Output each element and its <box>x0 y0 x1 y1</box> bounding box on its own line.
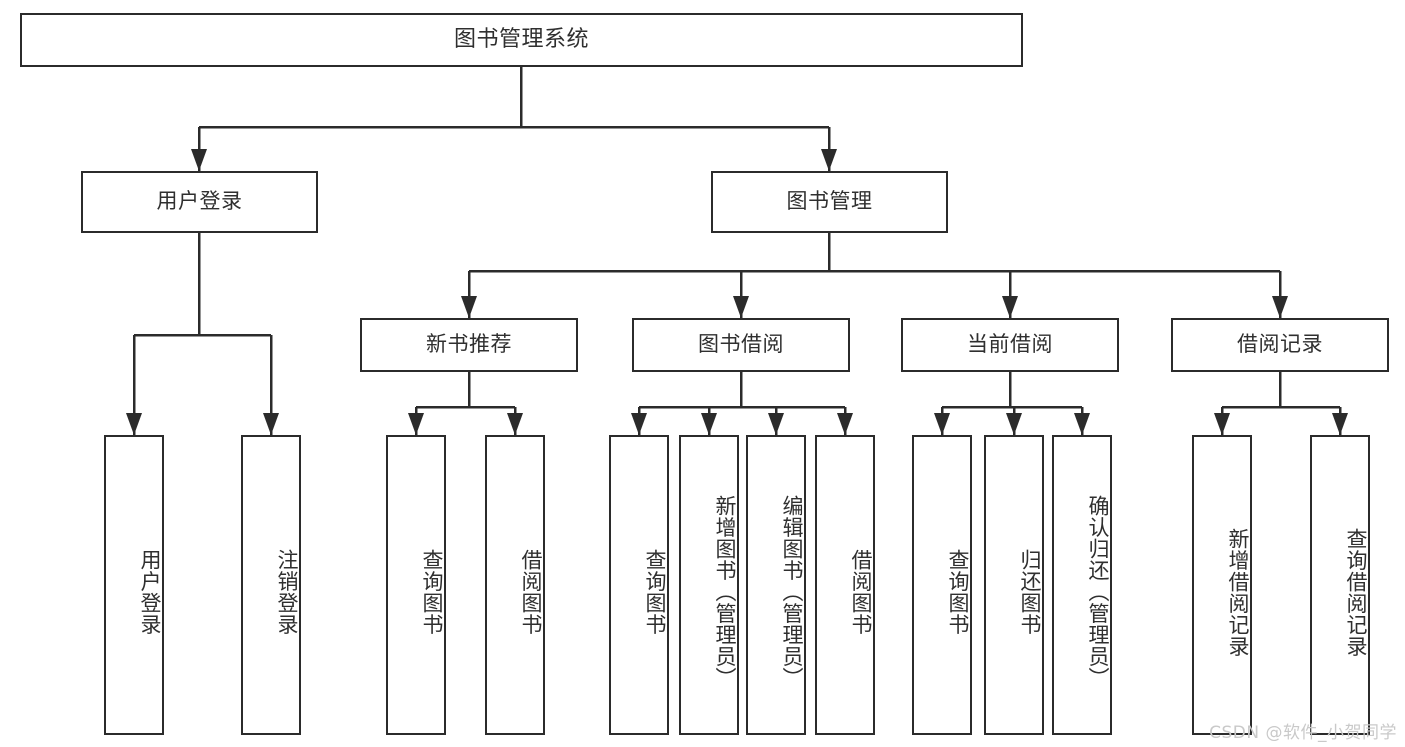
node-label: 查询图书 <box>946 549 970 635</box>
node-label: 图书管理 <box>786 189 873 214</box>
node-l3-e1[interactable]: 新增借阅记录 <box>1192 435 1252 735</box>
node-l2-new[interactable]: 新书推荐 <box>360 318 578 372</box>
node-l1-books[interactable]: 图书管理 <box>711 171 948 233</box>
node-l2-cur[interactable]: 当前借阅 <box>901 318 1119 372</box>
node-l3-b2[interactable]: 借阅图书 <box>485 435 545 735</box>
node-label: 用户登录 <box>138 549 162 635</box>
node-l3-c4[interactable]: 借阅图书 <box>815 435 875 735</box>
node-label: 编辑图书（管理员） <box>780 495 804 689</box>
node-label: 查询图书 <box>643 549 667 635</box>
node-l3-a2[interactable]: 注销登录 <box>241 435 301 735</box>
watermark: CSDN @软件_小贺同学 <box>1209 723 1397 743</box>
node-l3-c2[interactable]: 新增图书（管理员） <box>679 435 739 735</box>
node-label: 当前借阅 <box>967 332 1053 357</box>
node-l2-rec[interactable]: 借阅记录 <box>1171 318 1389 372</box>
node-l2-borrow[interactable]: 图书借阅 <box>632 318 850 372</box>
node-label: 确认归还（管理员） <box>1086 495 1110 689</box>
node-l3-b1[interactable]: 查询图书 <box>386 435 446 735</box>
node-label: 新增图书（管理员） <box>713 495 737 689</box>
node-label: 借阅图书 <box>519 549 543 635</box>
node-l3-d1[interactable]: 查询图书 <box>912 435 972 735</box>
node-label: 用户登录 <box>156 189 243 214</box>
node-root[interactable]: 图书管理系统 <box>20 13 1023 67</box>
node-l3-c1[interactable]: 查询图书 <box>609 435 669 735</box>
node-l1-login[interactable]: 用户登录 <box>81 171 318 233</box>
node-label: 查询借阅记录 <box>1344 527 1368 657</box>
node-l3-d2[interactable]: 归还图书 <box>984 435 1044 735</box>
node-label: 查询图书 <box>420 549 444 635</box>
node-label: 借阅记录 <box>1237 332 1323 357</box>
node-l3-c3[interactable]: 编辑图书（管理员） <box>746 435 806 735</box>
node-label: 新书推荐 <box>426 332 512 357</box>
node-l3-e2[interactable]: 查询借阅记录 <box>1310 435 1370 735</box>
node-label: 归还图书 <box>1018 549 1042 635</box>
node-label: 注销登录 <box>275 549 299 635</box>
node-l3-a1[interactable]: 用户登录 <box>104 435 164 735</box>
node-l3-d3[interactable]: 确认归还（管理员） <box>1052 435 1112 735</box>
node-label: 新增借阅记录 <box>1226 527 1250 657</box>
node-label: 图书借阅 <box>698 332 784 357</box>
node-label: 借阅图书 <box>849 549 873 635</box>
node-label: 图书管理系统 <box>453 26 589 52</box>
